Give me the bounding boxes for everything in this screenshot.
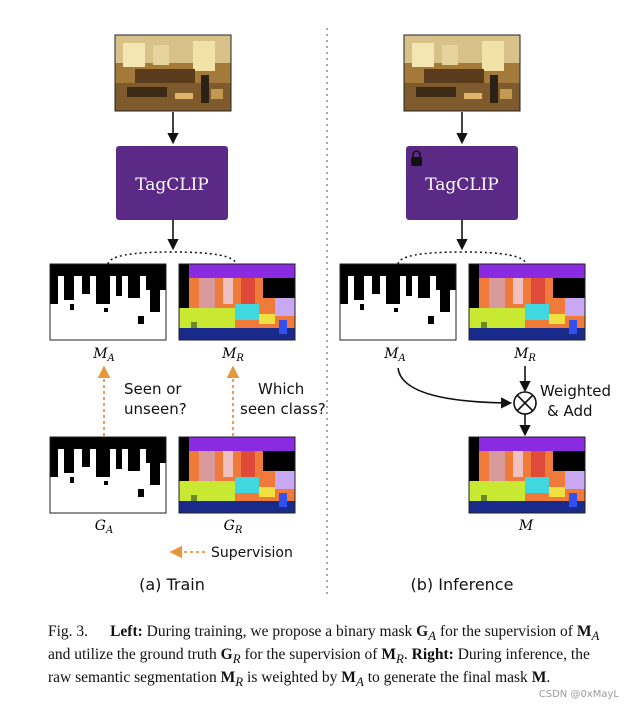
inference-tagclip-block — [406, 146, 518, 220]
train-tagclip-label: TagCLIP — [135, 175, 209, 195]
inference-mask-r-sub: R — [527, 353, 536, 364]
caption-ga: G — [416, 623, 429, 640]
inference-output-mask — [468, 436, 586, 514]
inference-output-label: M — [518, 518, 534, 534]
train-gt-r-sub: R — [234, 525, 243, 536]
caption-ma-sub: A — [591, 628, 600, 644]
train-gt-r — [178, 436, 296, 514]
train-input-image — [114, 34, 232, 112]
inference-arrow-ma-to-op — [397, 367, 513, 409]
inference-mask-a-label: M — [383, 346, 399, 362]
caption-mr: M — [381, 646, 396, 664]
train-question-left-2: unseen? — [124, 400, 187, 418]
svg-text:MA: MA — [92, 346, 115, 364]
caption-fig-number: Fig. 3. — [48, 623, 89, 640]
caption-text-6: During inference, the raw semantic segme… — [48, 646, 590, 687]
caption-mr-sub: R — [395, 651, 404, 667]
train-mask-r — [178, 263, 296, 341]
inference-mask-a-sub: A — [398, 353, 406, 364]
weighted-add-label-2: & Add — [547, 402, 593, 420]
train-question-right-2: seen class? — [240, 400, 326, 418]
inference-panel-label: (b) Inference — [411, 575, 514, 594]
caption-mr2-sub: R — [235, 674, 244, 690]
caption-text-4: for the supervision of — [240, 646, 382, 664]
inference-panel: TagCLIP MA MR Weighted & Add — [339, 34, 611, 594]
train-gt-a-sub: A — [105, 525, 113, 536]
caption-gr-sub: R — [232, 651, 241, 667]
watermark: CSDN @0xMayL — [538, 689, 619, 700]
caption-m: M — [531, 669, 547, 687]
caption-text-5: . — [403, 646, 412, 664]
train-gt-a-label: G — [95, 518, 106, 534]
inference-split-dotted — [397, 251, 527, 265]
legend-supervision-label: Supervision — [211, 545, 293, 561]
figure-caption: Fig. 3. Left: During training, we propose… — [48, 622, 608, 691]
svg-text:MR: MR — [221, 346, 244, 364]
train-mask-a — [49, 263, 167, 341]
inference-mask-r — [468, 263, 586, 341]
caption-text-1: During training, we propose a binary mas… — [142, 623, 417, 640]
train-mask-a-sub: A — [107, 353, 115, 364]
svg-text:GR: GR — [224, 518, 243, 536]
caption-right-bold: Right: — [411, 646, 454, 664]
caption-gr: G — [220, 646, 233, 664]
inference-input-image — [403, 34, 521, 112]
caption-ma: M — [576, 623, 592, 640]
inference-mask-r-label: M — [513, 346, 529, 362]
train-panel: TagCLIP MA MR Seen or unseen? Which seen… — [49, 34, 326, 594]
caption-left-bold: Left: — [110, 623, 143, 640]
caption-text-9: . — [546, 669, 551, 687]
train-split-dotted — [107, 251, 237, 265]
svg-text:MA: MA — [383, 346, 406, 364]
caption-ma2: M — [341, 669, 356, 687]
weighted-add-label-1: Weighted — [540, 382, 611, 400]
train-mask-r-sub: R — [235, 353, 244, 364]
train-gt-a — [49, 436, 167, 514]
train-gt-r-label: G — [224, 518, 235, 534]
caption-text-3: and utilize the ground truth — [48, 646, 221, 664]
caption-ga-sub: A — [428, 628, 437, 644]
caption-mr2: M — [220, 669, 236, 687]
train-mask-a-label: M — [92, 346, 108, 362]
caption-text-2: for the supervision of — [436, 623, 577, 640]
train-tagclip-block — [116, 146, 228, 220]
inference-tagclip-label: TagCLIP — [425, 175, 499, 195]
weighted-add-operator-icon — [513, 391, 537, 415]
svg-text:MR: MR — [513, 346, 536, 364]
caption-text-7: is weighted by — [243, 669, 342, 687]
caption-ma2-sub: A — [355, 674, 364, 690]
train-mask-r-label: M — [221, 346, 237, 362]
train-question-right-1: Which — [258, 380, 304, 398]
train-panel-label: (a) Train — [139, 575, 205, 594]
inference-mask-a — [339, 263, 457, 341]
svg-text:GA: GA — [95, 518, 113, 536]
lock-icon — [411, 150, 422, 166]
caption-text-8: to generate the final mask — [363, 669, 532, 687]
train-question-left-1: Seen or — [124, 380, 182, 398]
